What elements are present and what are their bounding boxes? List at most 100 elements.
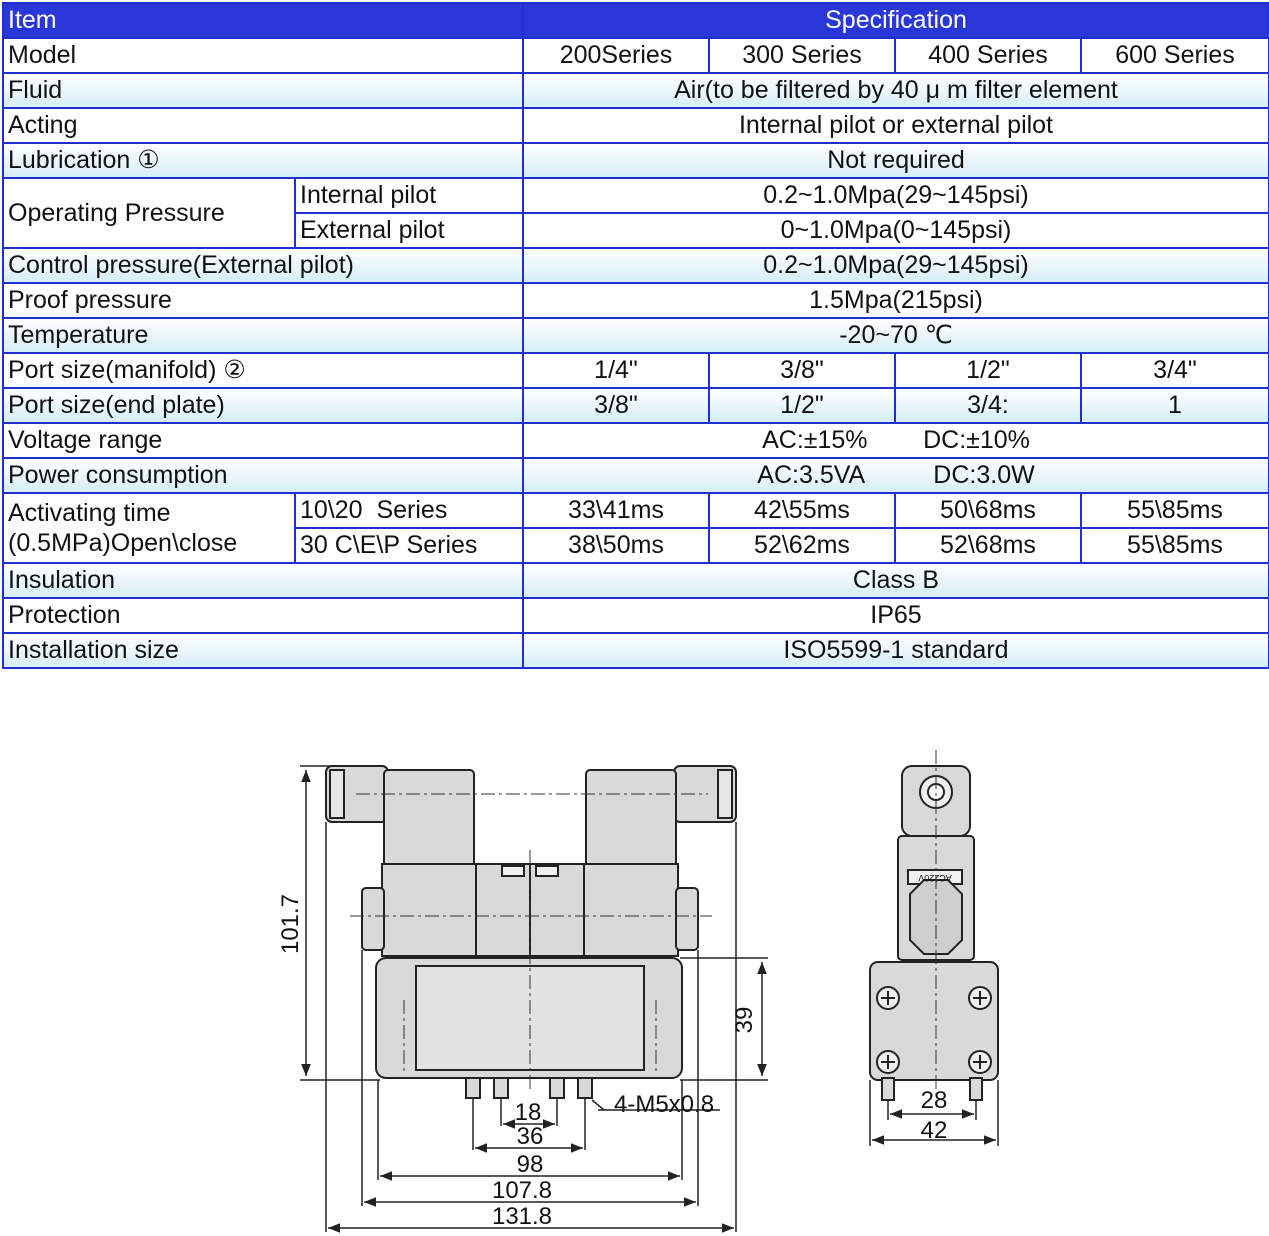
front-dimensions — [300, 765, 768, 1233]
row-voltage: Voltage range AC:±15% DC:±10% — [2, 422, 1269, 459]
left-solenoid-body — [381, 863, 477, 957]
specification-table: Item Specification Model 200Series 300 S… — [2, 2, 1269, 669]
activating-label-line2: (0.5MPa)Open\close — [8, 529, 238, 557]
insulation-label: Insulation — [2, 562, 524, 599]
protection-value: IP65 — [522, 597, 1269, 634]
internal-pilot-value: 0.2~1.0Mpa(29~145psi) — [522, 177, 1269, 214]
coil-marking: AC220V — [918, 873, 952, 883]
row-operating-external: External pilot 0~1.0Mpa(0~145psi) — [3, 212, 1269, 249]
front-dimension-labels: 101.7 39 18 36 98 107.8 131.8 4-M5x0.8 — [277, 894, 758, 1230]
row-lubrication: Lubrication ① Not required — [2, 142, 1269, 179]
side-dimension-labels: 28 42 — [921, 1087, 948, 1144]
row-control-pressure: Control pressure(External pilot) 0.2~1.0… — [2, 247, 1269, 284]
proof-pressure-label: Proof pressure — [2, 282, 524, 319]
dim-131: 131.8 — [492, 1203, 552, 1230]
lubrication-value: Not required — [522, 142, 1269, 179]
dim-42: 42 — [921, 1117, 948, 1144]
activating-sub2-600: 55\85ms — [1080, 527, 1269, 564]
table-header-row: Item Specification — [2, 2, 1269, 39]
row-activating-2: 30 C\E\P Series 38\50ms 52\62ms 52\68ms … — [3, 527, 1269, 564]
left-override-knob — [361, 887, 385, 951]
row-installation: Installation size ISO5599-1 standard — [2, 632, 1269, 669]
installation-value: ISO5599-1 standard — [522, 632, 1269, 669]
protection-label: Protection — [2, 597, 524, 634]
port-end-400: 3/4: — [894, 387, 1082, 424]
power-label: Power consumption — [2, 457, 524, 494]
dim-107: 107.8 — [492, 1177, 552, 1204]
row-insulation: Insulation Class B — [2, 562, 1269, 599]
activating-sub2-label: 30 C\E\P Series — [294, 527, 524, 564]
temperature-value: -20~70 ℃ — [522, 317, 1269, 354]
left-coil — [383, 769, 475, 867]
port-end-label: Port size(end plate) — [2, 387, 524, 424]
row-activating-1: Activating time (0.5MPa)Open\close 10\20… — [2, 492, 1269, 564]
right-solenoid-body — [583, 863, 679, 957]
side-body — [869, 961, 999, 1081]
port-manifold-300: 3/8" — [708, 352, 896, 389]
front-view — [325, 765, 737, 1099]
dim-18: 18 — [515, 1099, 542, 1126]
dim-36: 36 — [517, 1123, 544, 1150]
activating-sub1-600: 55\85ms — [1080, 492, 1269, 529]
row-acting: Acting Internal pilot or external pilot — [2, 107, 1269, 144]
installation-label: Installation size — [2, 632, 524, 669]
dim-98: 98 — [517, 1151, 544, 1178]
model-200: 200Series — [522, 37, 710, 74]
dim-body-height: 39 — [731, 1007, 758, 1034]
port-1 — [465, 1077, 481, 1099]
port-end-300: 1/2" — [708, 387, 896, 424]
port-end-600: 1 — [1080, 387, 1269, 424]
activating-label-line1: Activating time — [8, 499, 171, 527]
internal-pilot-label: Internal pilot — [294, 177, 524, 214]
side-override-knob — [909, 879, 963, 955]
activating-sub1-200: 33\41ms — [522, 492, 710, 529]
activating-sub1-400: 50\68ms — [894, 492, 1082, 529]
model-300: 300 Series — [708, 37, 896, 74]
external-pilot-value: 0~1.0Mpa(0~145psi) — [522, 212, 1269, 249]
port-2 — [493, 1077, 509, 1099]
temperature-label: Temperature — [2, 317, 524, 354]
dim-28: 28 — [921, 1087, 948, 1114]
voltage-value: AC:±15% DC:±10% — [522, 422, 1269, 459]
acting-label: Acting — [2, 107, 524, 144]
row-power: Power consumption AC:3.5VA DC:3.0W — [2, 457, 1269, 494]
activating-sub2-400: 52\68ms — [894, 527, 1082, 564]
row-operating-internal: Operating Pressure Internal pilot 0.2~1.… — [2, 177, 1269, 249]
fluid-label: Fluid — [2, 72, 524, 109]
side-port-right — [969, 1077, 983, 1101]
right-coil — [585, 769, 677, 867]
model-label: Model — [2, 37, 524, 74]
port-end-200: 3/8" — [522, 387, 710, 424]
activating-sub1-label: 10\20 Series — [294, 492, 524, 529]
port-4 — [577, 1077, 593, 1099]
activating-sub1-300: 42\55ms — [708, 492, 896, 529]
acting-value: Internal pilot or external pilot — [522, 107, 1269, 144]
model-400: 400 Series — [894, 37, 1082, 74]
control-pressure-value: 0.2~1.0Mpa(29~145psi) — [522, 247, 1269, 284]
power-value: AC:3.5VA DC:3.0W — [522, 457, 1269, 494]
activating-sub2-300: 52\62ms — [708, 527, 896, 564]
port-3 — [549, 1077, 565, 1099]
voltage-label: Voltage range — [2, 422, 524, 459]
port-manifold-label: Port size(manifold) ② — [2, 352, 524, 389]
fluid-value: Air(to be filtered by 40 μ m filter elem… — [522, 72, 1269, 109]
valve-technical-drawing: 101.7 39 18 36 98 107.8 131.8 4-M5x0.8 A… — [277, 750, 999, 1233]
side-port-left — [881, 1077, 895, 1101]
activating-label: Activating time (0.5MPa)Open\close — [2, 492, 296, 564]
proof-pressure-value: 1.5Mpa(215psi) — [522, 282, 1269, 319]
lubrication-label: Lubrication ① — [2, 142, 524, 179]
operating-pressure-label: Operating Pressure — [2, 177, 296, 249]
port-manifold-600: 3/4" — [1080, 352, 1269, 389]
front-center-lines — [350, 793, 712, 1090]
control-pressure-label: Control pressure(External pilot) — [2, 247, 524, 284]
side-screws — [876, 986, 992, 1074]
right-override-knob — [675, 887, 699, 951]
row-port-end: Port size(end plate) 3/8" 1/2" 3/4: 1 — [2, 387, 1269, 424]
row-model: Model 200Series 300 Series 400 Series 60… — [2, 37, 1269, 74]
port-thread-note: 4-M5x0.8 — [614, 1091, 714, 1118]
port-manifold-400: 1/2" — [894, 352, 1082, 389]
row-fluid: Fluid Air(to be filtered by 40 μ m filte… — [2, 72, 1269, 109]
header-specification: Specification — [522, 2, 1269, 39]
dim-height: 101.7 — [277, 894, 304, 954]
insulation-value: Class B — [522, 562, 1269, 599]
